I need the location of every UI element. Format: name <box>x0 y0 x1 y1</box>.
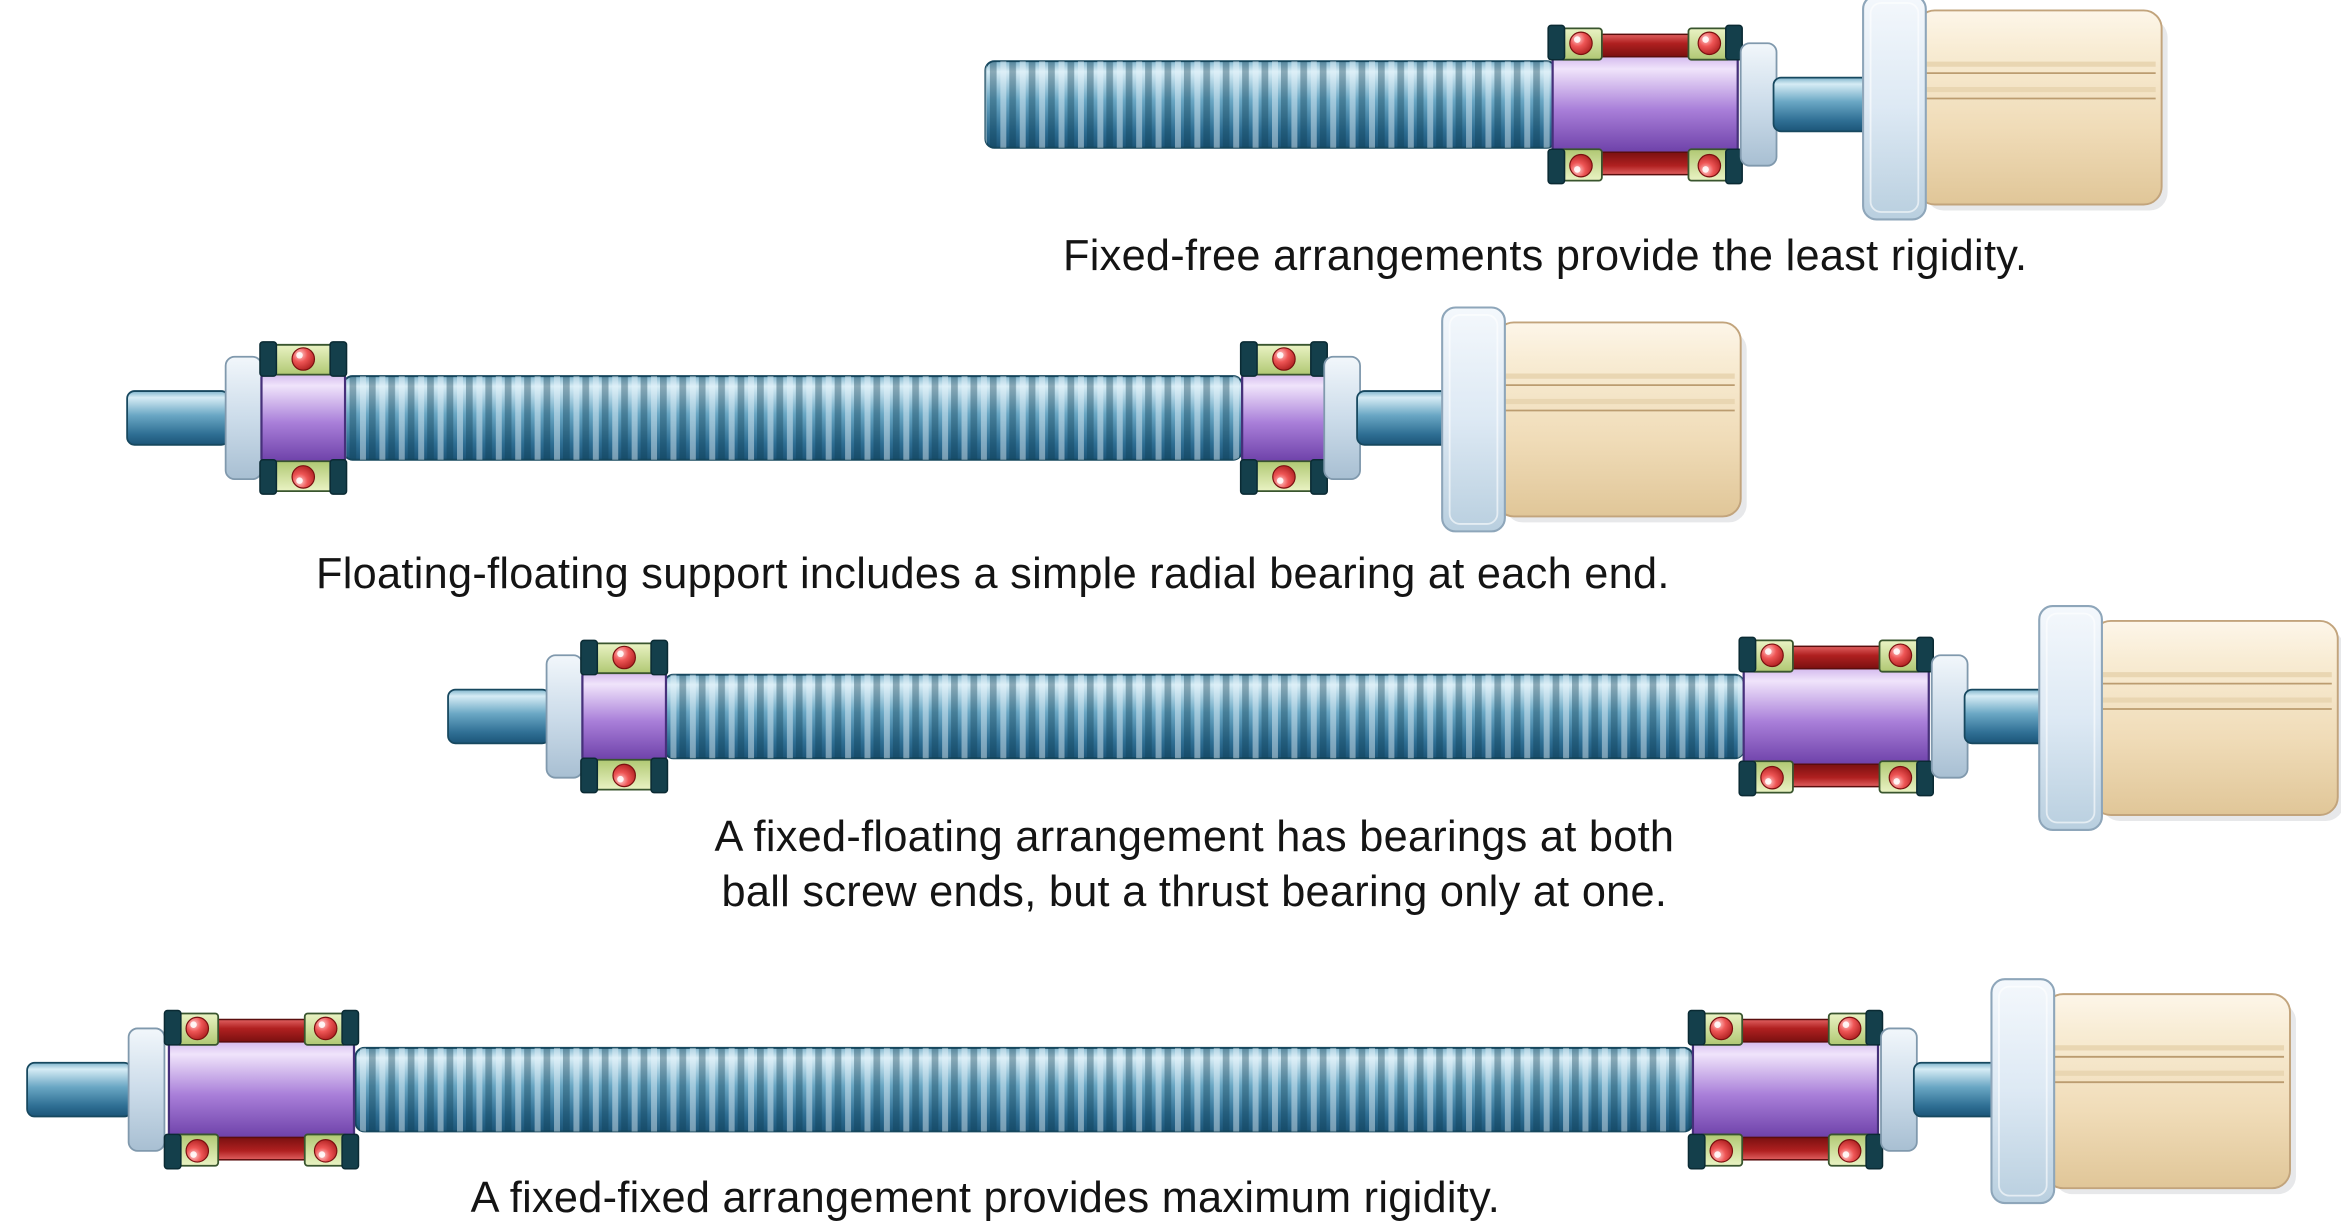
caption-fixed-fixed: A fixed-fixed arrangement provides maxim… <box>471 1174 1500 1221</box>
shaft-journal <box>1963 688 2053 745</box>
ball-screw-shaft <box>663 673 1745 760</box>
motor-block <box>2039 606 2341 830</box>
fixed-bearing-unit <box>1688 1011 1882 1169</box>
floating-bearing-unit <box>581 640 668 792</box>
flange <box>1930 654 1969 779</box>
ball-screw-shaft <box>354 1046 1694 1133</box>
shaft-journal <box>1356 390 1454 446</box>
shaft-journal <box>1912 1061 2005 1118</box>
fixed-bearing-unit <box>1739 637 1933 795</box>
ball-screw-shaft <box>342 375 1244 461</box>
flange <box>127 1027 166 1152</box>
row-fixed-free: Fixed-free arrangements provide the leas… <box>984 0 2168 280</box>
flange <box>1323 355 1361 481</box>
shaft-journal <box>26 1061 133 1118</box>
floating-bearing-unit <box>260 342 347 494</box>
caption-fixed-free: Fixed-free arrangements provide the leas… <box>1063 232 2027 280</box>
caption-fixed-floating-line2: ball screw ends, but a thrust bearing on… <box>722 868 1668 916</box>
flange <box>545 654 584 779</box>
row-floating-floating: Floating-floating support includes a sim… <box>126 307 1747 598</box>
motor-block <box>1442 307 1747 531</box>
shaft-journal <box>447 688 551 745</box>
flange <box>1880 1027 1918 1152</box>
flange <box>1739 42 1778 167</box>
row-fixed-fixed: A fixed-fixed arrangement provides maxim… <box>26 979 2296 1221</box>
fixed-bearing-unit <box>1548 25 1742 183</box>
caption-fixed-floating-line1: A fixed-floating arrangement has bearing… <box>714 813 1674 861</box>
fixed-bearing-unit <box>164 1011 358 1169</box>
ball-screw-shaft <box>984 60 1557 149</box>
caption-floating-floating: Floating-floating support includes a sim… <box>316 550 1670 598</box>
flange <box>224 355 263 481</box>
shaft-journal <box>1772 76 1873 133</box>
floating-bearing-unit <box>1241 342 1328 494</box>
motor-block <box>1991 979 2296 1203</box>
shaft-journal <box>126 390 230 446</box>
motor-block <box>1863 0 2168 219</box>
row-fixed-floating: A fixed-floating arrangement has bearing… <box>447 606 2341 916</box>
